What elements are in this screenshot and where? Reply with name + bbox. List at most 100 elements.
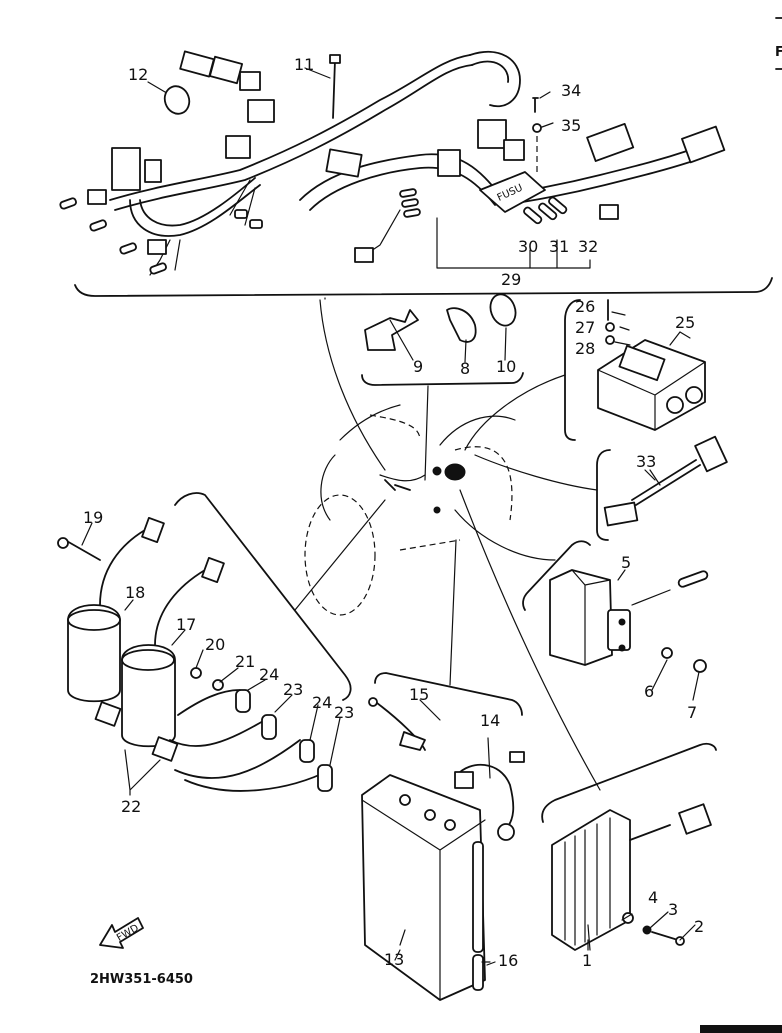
damper <box>94 701 122 727</box>
band <box>332 59 336 119</box>
bottom-edge-bar <box>700 1025 782 1033</box>
washer <box>532 123 542 133</box>
connector <box>354 247 374 263</box>
label-part-8: 8 <box>460 359 470 378</box>
lock-washer <box>605 322 615 332</box>
connector <box>179 50 215 78</box>
damper <box>151 736 179 762</box>
connector <box>586 122 635 162</box>
mount-point <box>444 463 466 481</box>
washer <box>605 335 615 345</box>
igniter-group <box>464 299 706 451</box>
label-part-33: 33 <box>636 452 656 471</box>
label-part-10: 10 <box>496 357 516 376</box>
lead-wire-group <box>474 435 728 541</box>
label-part-28: 28 <box>575 339 595 358</box>
bolt <box>651 931 679 941</box>
fuse <box>523 206 543 225</box>
leader-lines <box>81 67 696 963</box>
fuse <box>548 196 568 215</box>
label-part-35: 35 <box>561 116 581 135</box>
label-part-1: 1 <box>582 951 592 970</box>
label-part-23b: 23 <box>334 703 354 722</box>
page-edge-marks: F <box>700 17 782 1033</box>
label-part-25: 25 <box>675 313 695 332</box>
plug-cap <box>299 739 315 763</box>
connector <box>147 239 167 255</box>
connector <box>87 189 107 205</box>
label-part-30: 30 <box>518 237 538 256</box>
label-part-16: 16 <box>498 951 518 970</box>
label-part-5: 5 <box>621 553 631 572</box>
label-part-15: 15 <box>409 685 429 704</box>
connector <box>477 119 507 149</box>
ignition-coil <box>121 644 176 748</box>
label-part-4: 4 <box>648 888 658 907</box>
connector-block <box>111 147 141 191</box>
terminal <box>677 570 709 588</box>
plug-cap <box>235 689 251 713</box>
label-part-34: 34 <box>561 81 581 100</box>
battery-lead-negative <box>456 763 515 831</box>
washer <box>661 647 673 659</box>
motorcycle-silhouette <box>304 299 516 616</box>
ignition-coil-group <box>57 492 386 796</box>
screw <box>532 97 539 113</box>
rectifier-regulator <box>551 809 631 951</box>
label-part-9: 9 <box>413 357 423 376</box>
label-part-23a: 23 <box>283 680 303 699</box>
label-part-6: 6 <box>644 682 654 701</box>
connector <box>603 501 639 527</box>
bracket-group <box>361 293 524 481</box>
battery-group <box>361 539 525 1001</box>
label-part-17: 17 <box>176 615 196 634</box>
breather-pipe-end <box>472 954 484 991</box>
connector <box>681 125 726 164</box>
connector <box>239 71 261 91</box>
label-part-7: 7 <box>687 703 697 722</box>
connector <box>437 149 461 177</box>
connector <box>247 99 275 123</box>
label-part-22: 22 <box>121 797 141 816</box>
plug-cap <box>317 764 333 792</box>
figure-code: 2HW351-6450 <box>90 972 193 987</box>
label-part-31: 31 <box>549 237 569 256</box>
fuse-box: FUSU <box>479 171 546 213</box>
nut <box>693 659 707 673</box>
label-part-32: 32 <box>578 237 598 256</box>
label-part-12: 12 <box>128 65 148 84</box>
clamp <box>163 85 191 115</box>
wire-harness-group: FUSU <box>59 50 773 300</box>
washer <box>190 667 202 679</box>
part-labels: 1 2 3 4 5 6 7 8 9 10 11 12 13 14 15 16 1… <box>83 55 704 970</box>
edge-mark: F <box>775 45 782 60</box>
label-part-24a: 24 <box>259 665 279 684</box>
clamp <box>446 307 477 343</box>
connector <box>678 803 712 835</box>
label-part-11: 11 <box>294 55 314 74</box>
label-part-13: 13 <box>384 950 404 969</box>
connector <box>503 139 525 161</box>
nut <box>212 679 224 691</box>
bolt <box>64 539 101 561</box>
connector <box>225 135 251 159</box>
label-part-29: 29 <box>501 270 521 289</box>
plug-cap <box>261 714 277 740</box>
label-part-14: 14 <box>480 711 500 730</box>
rectifier-group <box>459 489 717 951</box>
label-part-26: 26 <box>575 297 595 316</box>
front-direction-arrow: FWD <box>99 917 144 949</box>
label-part-24b: 24 <box>312 693 332 712</box>
label-part-2: 2 <box>694 917 704 936</box>
starter-relay-group <box>454 509 709 701</box>
label-part-21: 21 <box>235 652 255 671</box>
clamp <box>489 293 517 327</box>
connector <box>144 159 162 183</box>
connector <box>599 204 619 220</box>
connector <box>325 148 363 178</box>
connector <box>694 435 728 473</box>
lock-washer <box>642 925 652 935</box>
bracket <box>364 309 419 351</box>
breather-pipe <box>472 841 484 953</box>
